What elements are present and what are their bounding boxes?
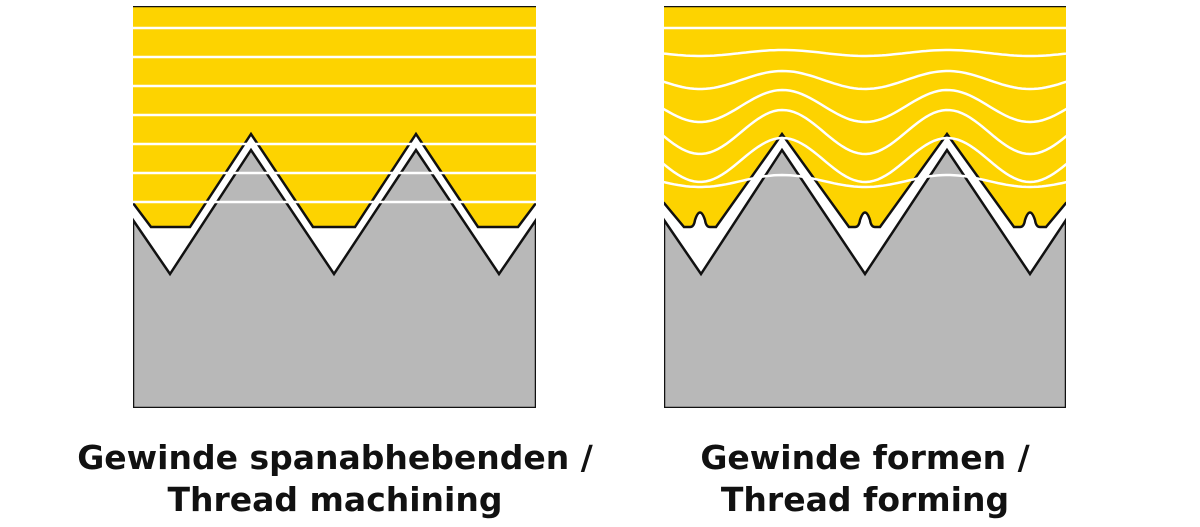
flow-line xyxy=(664,88,1066,124)
caption-german: Gewinde spanabhebenden / xyxy=(77,438,593,477)
panel-thread-forming xyxy=(664,6,1066,408)
flow-line xyxy=(664,48,1066,58)
flow-line xyxy=(664,136,1066,184)
flow-line xyxy=(664,69,1066,91)
caption-german: Gewinde formen / xyxy=(700,438,1030,477)
caption-english: Thread machining xyxy=(167,480,503,519)
caption-english: Thread forming xyxy=(720,480,1010,519)
panel-thread-machining xyxy=(133,6,536,408)
threaded-workpiece xyxy=(133,147,536,408)
flow-line xyxy=(664,173,1066,189)
formed-workpiece xyxy=(664,147,1066,408)
formed-material xyxy=(664,6,1066,229)
caption-thread-forming: Gewinde formen / Thread forming xyxy=(585,437,1145,521)
cut-material xyxy=(133,6,536,229)
deformed-flow-lines xyxy=(664,26,1066,189)
straight-flow-lines xyxy=(133,26,536,204)
flow-line xyxy=(664,108,1066,156)
caption-thread-machining: Gewinde spanabhebenden / Thread machinin… xyxy=(55,437,615,521)
